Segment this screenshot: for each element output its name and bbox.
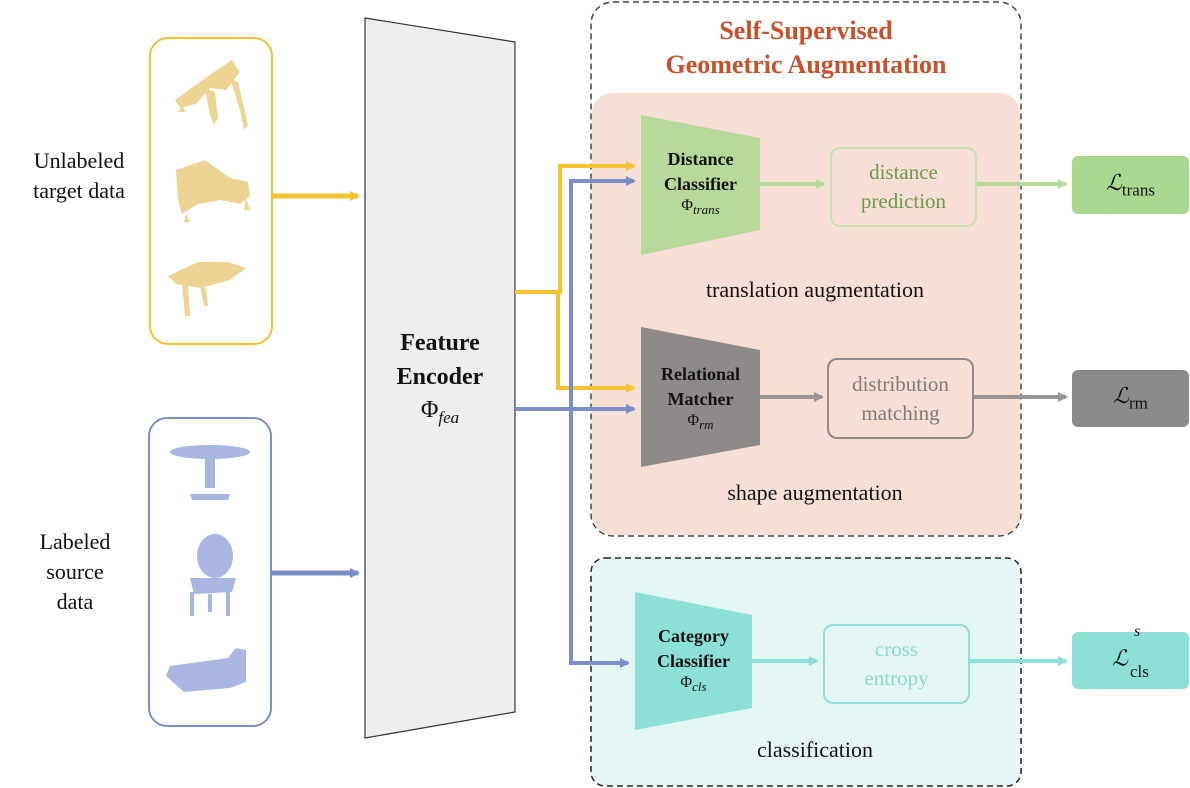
- category-classifier-line2: Classifier: [657, 651, 730, 671]
- cross-entropy-line1: cross: [874, 637, 919, 661]
- target-data-label-text: Unlabeled target data: [33, 148, 125, 203]
- table-pointcloud-icon: [168, 262, 246, 316]
- classification-label: classification: [756, 737, 874, 762]
- source-feature-to-dc-path: [569, 176, 636, 409]
- ssga-container: [590, 1, 1022, 537]
- shape-augmentation-label: shape augmentation: [727, 480, 903, 505]
- distance-classifier-line2: Classifier: [664, 174, 737, 194]
- loss-trans-box: ℒtrans: [1072, 156, 1189, 214]
- table-pointcloud-icon: [170, 445, 250, 500]
- distance-prediction-line2: prediction: [860, 189, 947, 213]
- relational-matcher: Relational Matcher Φrm: [641, 362, 760, 433]
- distance-classifier-line1: Distance: [667, 149, 734, 169]
- relational-matcher-symbol: Φrm: [687, 412, 714, 433]
- distance-prediction-line1: distance: [869, 160, 938, 184]
- ssga-title: Self-Supervised Geometric Augmentation: [591, 14, 1021, 82]
- ssga-title-line1: Self-Supervised: [719, 16, 893, 45]
- distance-classifier-shape: [641, 115, 760, 255]
- chair-pointcloud-icon: [176, 160, 250, 222]
- loss-rm-box: ℒrm: [1072, 370, 1189, 427]
- source-feature-to-cc-path: [569, 409, 630, 668]
- distance-prediction-box: distance prediction: [830, 147, 977, 227]
- cross-entropy-box: cross entropy: [823, 624, 970, 704]
- encoder-symbol: Φfea: [420, 397, 460, 427]
- relational-matcher-shape: [641, 327, 760, 467]
- target-feature-path-rm: [556, 292, 636, 393]
- feature-encoder-label: Feature Encoder Φfea: [365, 326, 515, 434]
- target-data-label: Unlabeled target data: [14, 146, 144, 206]
- distribution-matching-line1: distribution: [852, 371, 949, 396]
- translation-augmentation-label: translation augmentation: [705, 277, 925, 302]
- distribution-matching-box: distribution matching: [827, 358, 974, 439]
- relational-matcher-line1: Relational: [661, 364, 740, 384]
- target-feature-path: [515, 161, 636, 294]
- loss-rm: ℒrm: [1113, 383, 1148, 413]
- encoder-title-line2: Encoder: [396, 364, 484, 390]
- distance-classifier: Distance Classifier Φtrans: [641, 147, 760, 218]
- category-classifier-shape: [635, 592, 752, 730]
- feature-encoder-shape: [364, 17, 516, 739]
- chair-pointcloud-icon: [175, 60, 248, 130]
- category-classifier-line1: Category: [658, 626, 729, 646]
- ssga-title-line2: Geometric Augmentation: [665, 50, 947, 79]
- relational-matcher-line2: Matcher: [667, 389, 734, 409]
- source-data-label: Labeled source data: [10, 527, 140, 617]
- distribution-matching-line2: matching: [861, 400, 940, 425]
- bed-pointcloud-icon: [166, 648, 246, 692]
- loss-trans: ℒtrans: [1106, 169, 1155, 200]
- category-classifier-symbol: Φcls: [680, 674, 707, 695]
- cross-entropy-line2: entropy: [864, 666, 929, 690]
- target-data-box: [149, 37, 273, 345]
- encoder-title-line1: Feature: [400, 330, 480, 356]
- distance-classifier-symbol: Φtrans: [681, 197, 720, 218]
- source-data-label-text: Labeled source data: [39, 529, 111, 614]
- chair-pointcloud-icon: [190, 534, 236, 616]
- category-classifier: Category Classifier Φcls: [635, 624, 752, 695]
